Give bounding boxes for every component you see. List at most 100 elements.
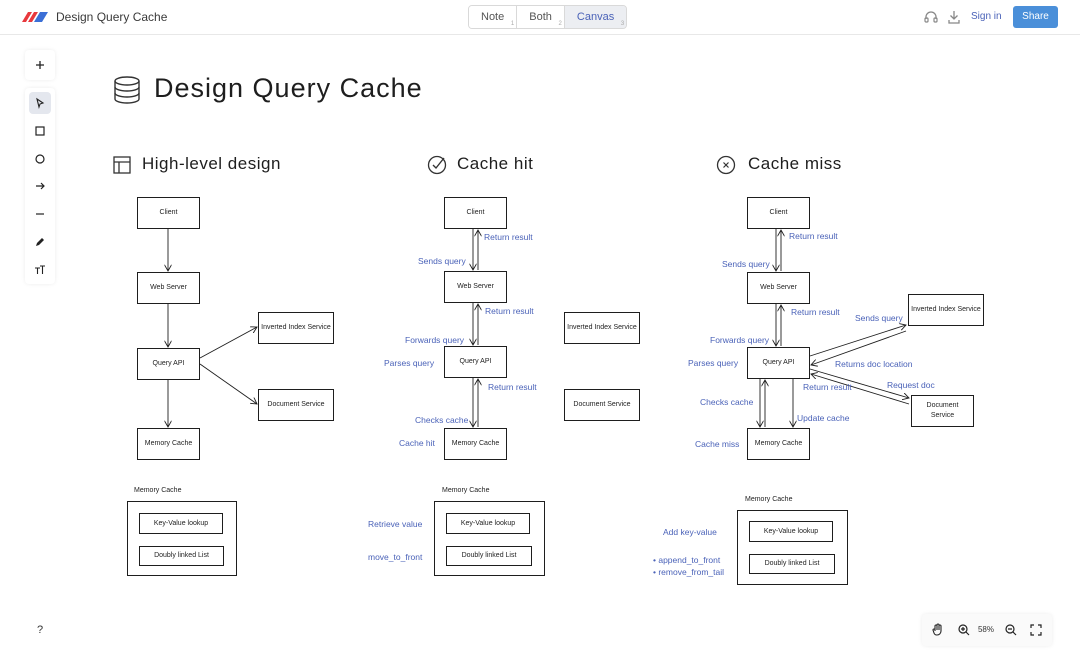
cm-dll-box[interactable]: Doubly linked List <box>749 554 835 574</box>
ch-web-server-box[interactable]: Web Server <box>444 271 507 303</box>
plus-icon <box>36 61 44 69</box>
cm-label-return3: Return result <box>803 382 852 392</box>
section-title-cache-hit[interactable]: Cache hit <box>457 154 534 173</box>
sign-in-link[interactable]: Sign in <box>971 11 1002 22</box>
document-title[interactable]: Design Query Cache <box>56 10 168 24</box>
headset-icon[interactable] <box>923 9 939 25</box>
cm-label-cache-miss: Cache miss <box>695 439 740 449</box>
hl-dll-box[interactable]: Doubly linked List <box>139 546 224 566</box>
ch-document-service-box[interactable]: Document Service <box>564 389 640 421</box>
tab-canvas-label: Canvas <box>576 11 615 23</box>
circle-icon <box>35 154 45 164</box>
tool-pencil[interactable] <box>29 231 51 253</box>
pencil-icon <box>36 238 44 246</box>
tool-line[interactable] <box>29 203 51 225</box>
pointer-icon <box>36 97 45 109</box>
square-icon <box>35 126 45 136</box>
cm-memcache-caption: Memory Cache <box>745 496 793 503</box>
ch-label-forwards-query: Forwards query <box>405 335 465 345</box>
hl-web-server-box[interactable]: Web Server <box>137 272 200 304</box>
ch-inverted-index-box[interactable]: Inverted Index Service <box>564 312 640 344</box>
cm-label-checks-cache: Checks cache <box>700 397 754 407</box>
tab-canvas[interactable]: Canvas 3 <box>564 6 627 28</box>
tab-both[interactable]: Both 2 <box>517 6 565 28</box>
ch-memcache-caption: Memory Cache <box>442 487 490 494</box>
cm-kv-lookup-box[interactable]: Key-Value lookup <box>749 521 833 542</box>
ch-memory-cache-box[interactable]: Memory Cache <box>444 428 507 460</box>
x-circle-icon <box>716 155 736 175</box>
ch-label-return1: Return result <box>484 232 533 242</box>
ch-label-sends-query: Sends query <box>418 256 466 266</box>
cm-label-remove: • remove_from_tail <box>653 567 725 577</box>
ch-label-retrieve: Retrieve value <box>368 519 423 529</box>
tab-note[interactable]: Note 1 <box>469 6 518 28</box>
tool-rectangle[interactable] <box>29 120 51 142</box>
tool-text[interactable] <box>29 259 51 281</box>
ch-label-cache-hit: Cache hit <box>399 438 435 448</box>
hl-query-api-box[interactable]: Query API <box>137 348 200 380</box>
cm-label-sends-query2: Sends query <box>855 313 903 323</box>
arrow-icon <box>36 182 45 190</box>
cm-query-api-box[interactable]: Query API <box>747 347 810 379</box>
hl-inverted-index-box[interactable]: Inverted Index Service <box>258 312 334 344</box>
cm-label-return2: Return result <box>791 307 840 317</box>
download-icon[interactable] <box>946 9 962 25</box>
tool-arrow[interactable] <box>29 175 51 197</box>
tab-note-label: Note <box>481 11 505 23</box>
cm-label-sends-query: Sends query <box>722 259 770 269</box>
cm-memory-cache-box[interactable]: Memory Cache <box>747 428 810 460</box>
ch-label-checks-cache: Checks cache <box>415 415 469 425</box>
fit-screen-icon[interactable] <box>1028 622 1044 638</box>
hl-memory-cache-box[interactable]: Memory Cache <box>137 428 200 460</box>
zoom-level[interactable]: 58% <box>977 625 994 634</box>
text-icon <box>35 265 45 274</box>
app-logo-icon[interactable] <box>22 10 48 24</box>
check-circle-icon <box>427 155 447 175</box>
cm-label-returns-doc: Returns doc location <box>835 359 913 369</box>
cm-label-parses-query: Parses query <box>688 358 739 368</box>
tab-canvas-shortcut: 3 <box>620 21 625 27</box>
view-mode-switch: Note 1 Both 2 Canvas 3 <box>468 5 628 29</box>
tool-select[interactable] <box>29 92 51 114</box>
section-title-cache-miss[interactable]: Cache miss <box>748 154 842 173</box>
cm-label-update-cache: Update cache <box>797 413 850 423</box>
tab-both-shortcut: 2 <box>558 21 562 27</box>
canvas-title[interactable]: Design Query Cache <box>154 73 423 103</box>
hl-memcache-caption: Memory Cache <box>134 487 182 494</box>
ch-label-move: move_to_front <box>368 552 423 562</box>
top-bar: Design Query Cache Note 1 Both 2 Canvas 3 S… <box>0 0 1080 35</box>
cm-label-append: • append_to_front <box>653 555 721 565</box>
tab-note-shortcut: 1 <box>510 21 515 27</box>
hl-document-service-box[interactable]: Document Service <box>258 389 334 421</box>
layout-icon <box>113 156 131 174</box>
section-title-high-level[interactable]: High-level design <box>142 154 281 173</box>
zoom-controls: 58% <box>922 614 1052 646</box>
tab-both-label: Both <box>529 11 552 23</box>
cm-web-server-box[interactable]: Web Server <box>747 272 810 304</box>
hl-client-box[interactable]: Client <box>137 197 200 229</box>
help-button[interactable]: ? <box>36 624 44 636</box>
database-icon <box>114 76 140 104</box>
cm-label-return1: Return result <box>789 231 838 241</box>
cm-label-request-doc: Request doc <box>887 380 935 390</box>
share-button[interactable]: Share <box>1013 6 1058 28</box>
zoom-in-icon[interactable] <box>956 622 972 638</box>
ch-kv-lookup-box[interactable]: Key-Value lookup <box>446 513 530 534</box>
ch-label-parses-query: Parses query <box>384 358 435 368</box>
cm-document-service-box[interactable]: Document Service <box>911 395 974 427</box>
hl-kv-lookup-box[interactable]: Key-Value lookup <box>139 513 223 534</box>
ch-dll-box[interactable]: Doubly linked List <box>446 546 532 566</box>
zoom-out-icon[interactable] <box>1003 622 1019 638</box>
ch-client-box[interactable]: Client <box>444 197 507 229</box>
ch-label-return2: Return result <box>485 306 534 316</box>
cm-label-add: Add key-value <box>663 527 717 537</box>
ch-query-api-box[interactable]: Query API <box>444 346 507 378</box>
cm-label-forwards-query: Forwards query <box>710 335 770 345</box>
hand-icon[interactable] <box>930 622 946 638</box>
ch-label-return3: Return result <box>488 382 537 392</box>
cm-inverted-index-box[interactable]: Inverted Index Service <box>908 294 984 326</box>
cm-client-box[interactable]: Client <box>747 197 810 229</box>
add-button[interactable] <box>29 54 51 76</box>
line-icon <box>36 213 44 215</box>
tool-ellipse[interactable] <box>29 148 51 170</box>
